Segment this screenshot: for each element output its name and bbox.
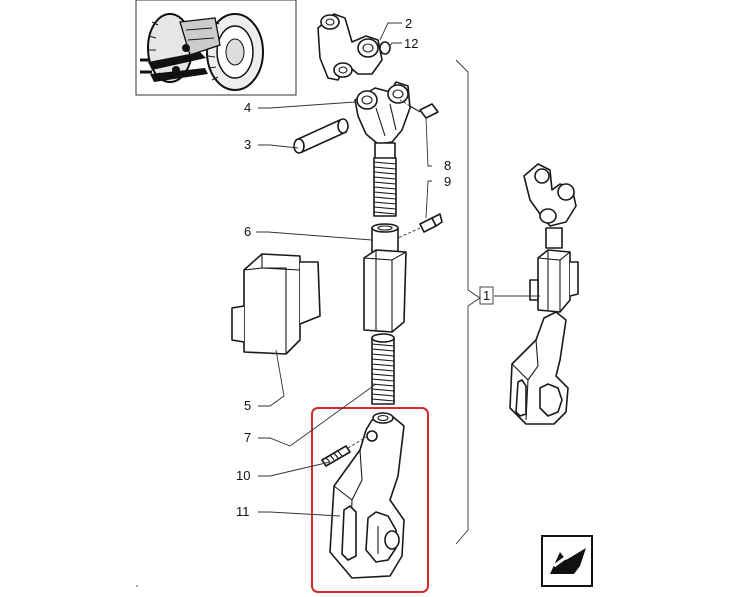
callout-1: 1 — [483, 288, 490, 303]
callout-9: 9 — [444, 174, 451, 189]
part-10-spring-pin — [321, 445, 351, 467]
leader-lines — [256, 22, 540, 517]
central-body — [363, 249, 407, 333]
part-4-clevis — [354, 81, 411, 160]
part-9-grease-nipple — [419, 213, 443, 233]
callout-10: 10 — [236, 468, 250, 483]
part-8-screw — [409, 103, 439, 119]
upper-threaded-rod — [373, 157, 397, 217]
part-7-threaded-rod — [371, 333, 395, 405]
assembly-bracket — [455, 59, 481, 545]
callout-11: 11 — [236, 504, 250, 519]
part-5-square-guide — [231, 253, 321, 355]
tractor-wheel-thumbnail — [135, 0, 297, 96]
highlight-box — [311, 407, 429, 593]
return-arrow-icon[interactable] — [541, 535, 593, 587]
part-6-sleeve — [371, 223, 399, 253]
callout-labels: 2 12 4 3 8 9 6 5 7 10 11 1 — [236, 16, 494, 519]
callout-4: 4 — [244, 100, 251, 115]
part-11-lower-clevis — [329, 412, 405, 579]
callout-7: 7 — [244, 430, 251, 445]
callout-5: 5 — [244, 398, 251, 413]
assembled-view — [509, 163, 579, 425]
callout-6: 6 — [244, 224, 251, 239]
part-2-bracket — [317, 13, 383, 81]
callout-8: 8 — [444, 158, 451, 173]
stray-dot — [136, 585, 138, 587]
callout-3: 3 — [244, 137, 251, 152]
part-12-nut — [379, 41, 391, 55]
callout-2: 2 — [405, 16, 412, 31]
callout-12: 12 — [404, 36, 418, 51]
part-3-pin — [293, 118, 349, 154]
